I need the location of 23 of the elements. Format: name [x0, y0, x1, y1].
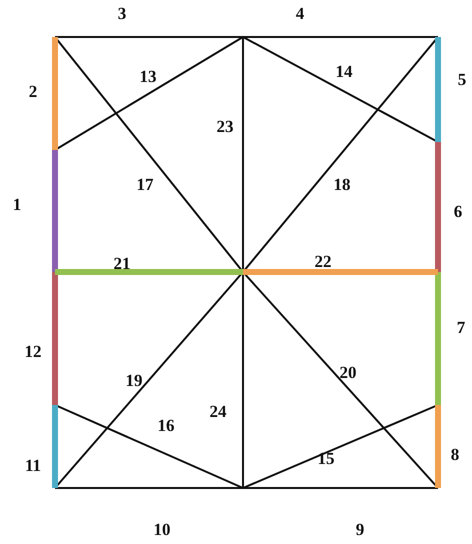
- segment-number: 20: [340, 364, 356, 382]
- segment-number: 9: [356, 521, 364, 539]
- segment-number: 23: [216, 118, 234, 136]
- segment-number: 1: [12, 196, 22, 214]
- segment-number: 10: [154, 521, 170, 539]
- segment-number: 2: [28, 83, 38, 101]
- segment-number: 12: [24, 343, 42, 361]
- segment-number: 13: [140, 68, 156, 86]
- segment-number: 8: [450, 446, 460, 464]
- segment-number: 19: [126, 372, 142, 390]
- segment-number: 7: [456, 319, 466, 337]
- segment-number: 21: [114, 255, 130, 273]
- segment-number: 16: [158, 417, 174, 435]
- segment-number: 24: [210, 403, 226, 421]
- segment-number: 3: [118, 5, 126, 23]
- segment-number: 18: [334, 176, 350, 194]
- segment-number: 11: [24, 457, 42, 475]
- segment-number: 17: [136, 176, 154, 194]
- segment-number: 4: [296, 5, 304, 23]
- segment-number: 6: [454, 203, 462, 221]
- segment-number: 14: [336, 63, 352, 81]
- segment-number: 22: [314, 253, 332, 271]
- segment-number: 5: [458, 71, 466, 89]
